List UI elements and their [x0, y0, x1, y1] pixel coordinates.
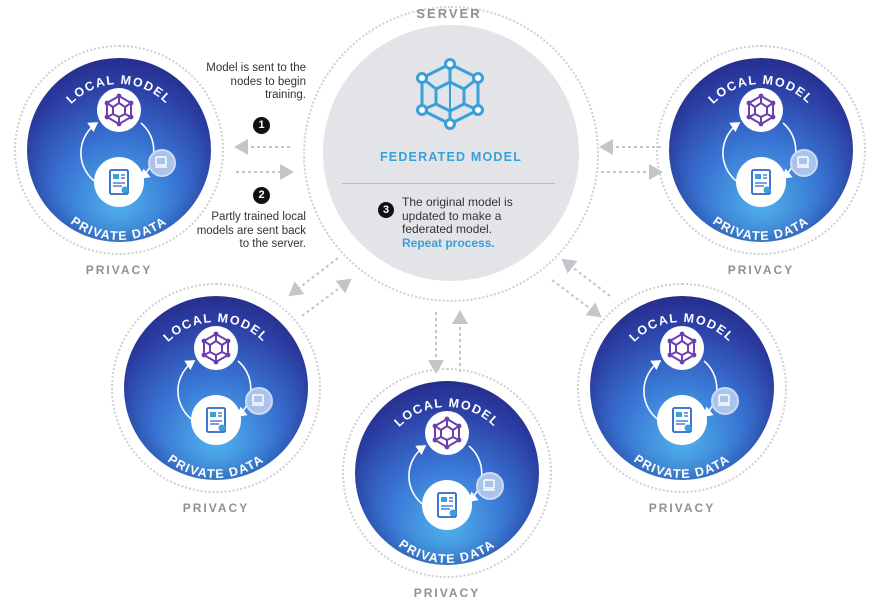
data-document-icon: [672, 407, 692, 433]
node-arc-labels: LOCAL MODEL PRIVATE DATA: [161, 311, 272, 481]
node-ring: [656, 45, 866, 255]
private-data-circle: [657, 395, 707, 445]
data-document-icon: [206, 407, 226, 433]
step-3-description: The original model is updated to make a …: [402, 195, 513, 236]
arrow-from-mid-left: [301, 278, 352, 317]
node-ring: [342, 368, 552, 578]
privacy-label: PRIVACY: [85, 263, 153, 277]
device-circle: [245, 387, 273, 415]
local-model-label: LOCAL MODEL: [161, 311, 272, 345]
step-1-text: Model is sent to the nodes to begin trai…: [206, 62, 306, 101]
local-model-label: LOCAL MODEL: [706, 73, 817, 107]
data-document-icon: [437, 492, 457, 518]
device-icon: [252, 394, 264, 406]
network-cube-icon: [746, 93, 776, 127]
step-2-badge: 2: [253, 187, 270, 204]
federated-model-title: FEDERATED MODEL: [379, 150, 523, 164]
server-ring: [303, 6, 599, 302]
local-model-label: LOCAL MODEL: [627, 311, 738, 345]
device-circle: [790, 149, 818, 177]
network-cube-icon: [201, 331, 231, 365]
step-1-badge: 1: [253, 117, 270, 134]
node-arc-labels: LOCAL MODEL PRIVATE DATA: [64, 73, 175, 243]
step-3-text: The original model is updated to make a …: [402, 195, 552, 250]
network-cube-icon: [432, 416, 462, 450]
node-ring: [14, 45, 224, 255]
step-2-text: Partly trained local models are sent bac…: [196, 211, 306, 250]
private-data-label: PRIVATE DATA: [631, 452, 732, 481]
network-cube-icon: [667, 331, 697, 365]
node-arc-labels: LOCAL MODEL PRIVATE DATA: [627, 311, 738, 481]
device-circle: [476, 472, 504, 500]
arrow-to-mid-left: [288, 257, 339, 297]
privacy-label: PRIVACY: [648, 501, 716, 515]
server-label: SERVER: [416, 6, 482, 21]
privacy-label: PRIVACY: [182, 501, 250, 515]
node-arc-labels: LOCAL MODEL PRIVATE DATA: [706, 73, 817, 243]
local-model-label: LOCAL MODEL: [64, 73, 175, 107]
server-divider: [342, 183, 555, 184]
device-circle: [711, 387, 739, 415]
privacy-label: PRIVACY: [727, 263, 795, 277]
private-data-label: PRIVATE DATA: [396, 537, 497, 566]
private-data-label: PRIVATE DATA: [165, 452, 266, 481]
private-data-label: PRIVATE DATA: [68, 214, 169, 243]
node-middle-right: LOCAL MODEL PRIVATE DATA PRIVACY: [577, 283, 787, 519]
private-data-label: PRIVATE DATA: [710, 214, 811, 243]
device-icon: [718, 394, 730, 406]
node-ring: [577, 283, 787, 493]
federated-model-icon: [416, 58, 484, 130]
node-bottom: LOCAL MODEL PRIVATE DATA PRIVACY: [342, 368, 552, 604]
repeat-process-label: Repeat process.: [402, 235, 495, 250]
local-model-circle: [739, 88, 783, 132]
device-circle: [148, 149, 176, 177]
private-data-circle: [191, 395, 241, 445]
data-document-icon: [109, 169, 129, 195]
local-model-circle: [425, 411, 469, 455]
network-cube-icon: [104, 93, 134, 127]
node-ring: [111, 283, 321, 493]
local-model-circle: [194, 326, 238, 370]
device-icon: [483, 479, 495, 491]
local-model-label: LOCAL MODEL: [392, 396, 503, 430]
device-icon: [155, 156, 167, 168]
arrow-from-mid-right: [561, 258, 611, 297]
local-model-circle: [660, 326, 704, 370]
arrow-to-mid-right: [551, 279, 602, 318]
node-top-right: LOCAL MODEL PRIVATE DATA PRIVACY: [656, 45, 866, 281]
private-data-circle: [94, 157, 144, 207]
local-model-circle: [97, 88, 141, 132]
private-data-circle: [736, 157, 786, 207]
data-document-icon: [751, 169, 771, 195]
node-arc-labels: LOCAL MODEL PRIVATE DATA: [392, 396, 503, 566]
node-middle-left: LOCAL MODEL PRIVATE DATA PRIVACY: [111, 283, 321, 519]
device-icon: [797, 156, 809, 168]
private-data-circle: [422, 480, 472, 530]
step-3-badge: 3: [378, 202, 394, 218]
node-top-left: LOCAL MODEL PRIVATE DATA PRIVACY: [14, 45, 224, 281]
privacy-label: PRIVACY: [413, 586, 481, 600]
